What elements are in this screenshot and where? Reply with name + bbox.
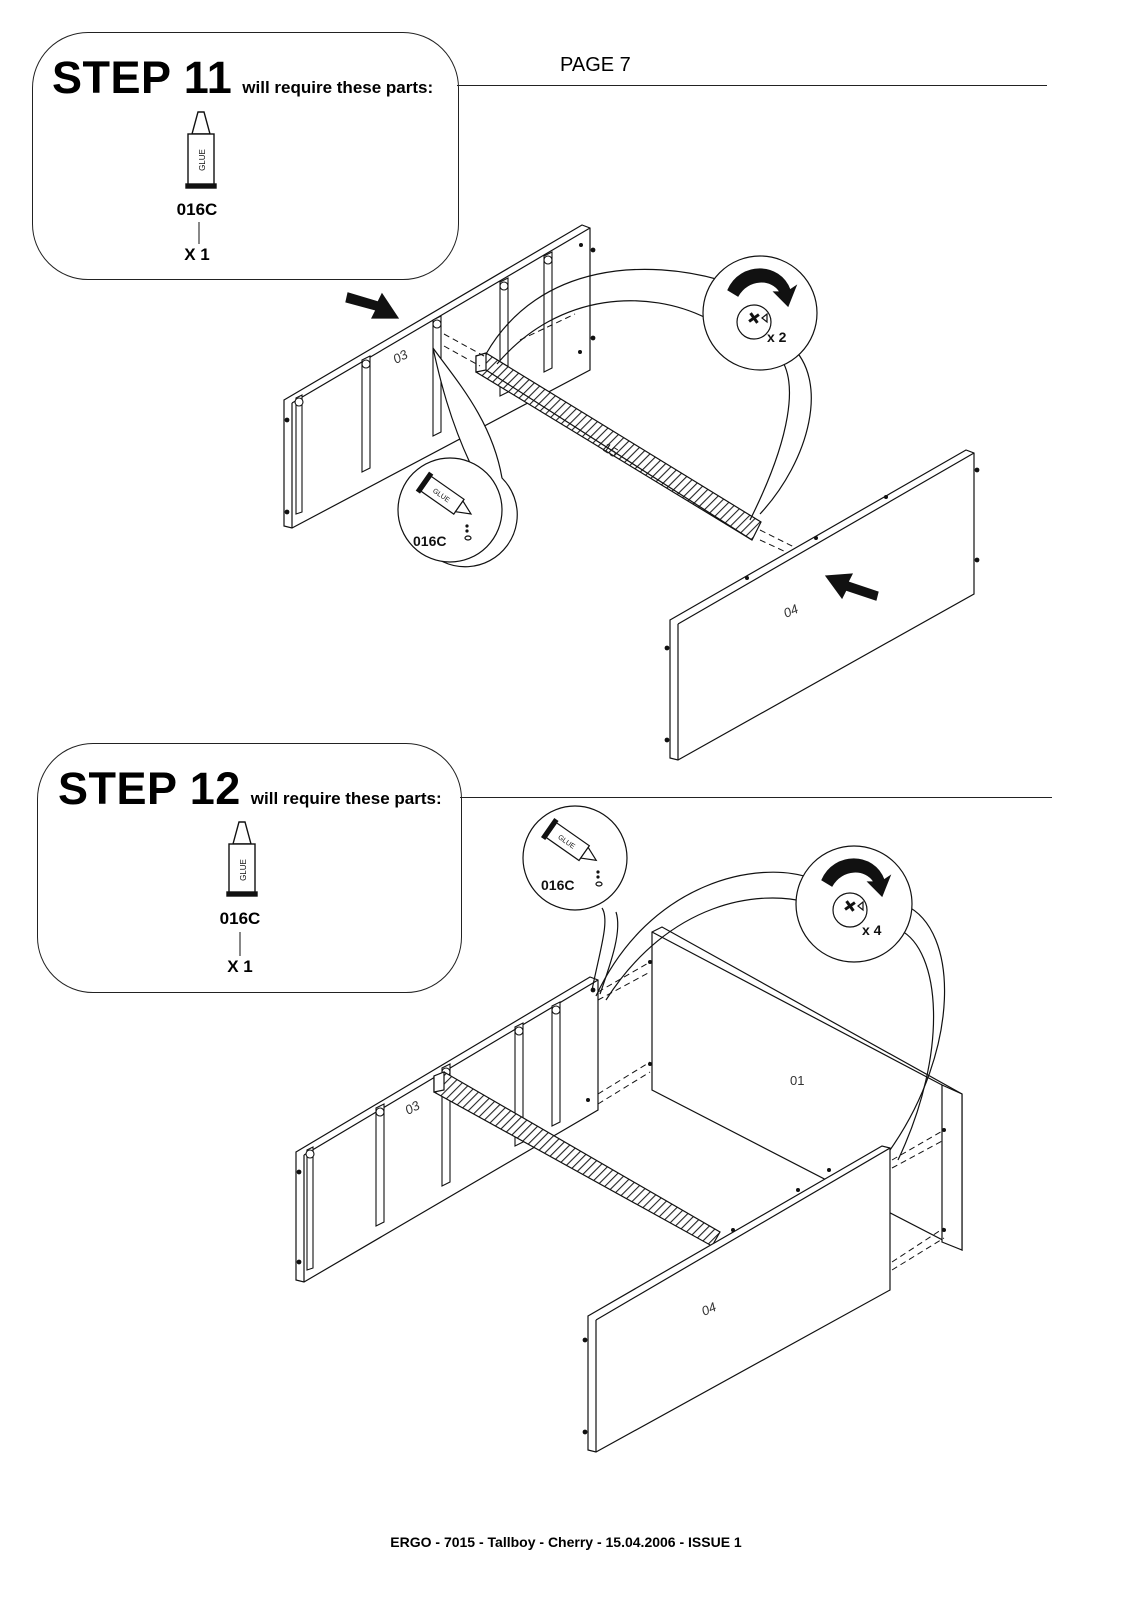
step-11-heading: STEP 11 will require these parts: [52, 52, 433, 104]
step-12-panel-03: 03 [295, 976, 599, 1283]
step-12-screw-count: x 4 [862, 922, 882, 938]
step-12-panel-04-label: 04 [699, 1299, 718, 1319]
step-11-arrow-right-icon [824, 573, 879, 601]
step-12-part-code: 016C [219, 909, 261, 928]
step-12-illustration: 01 03 [295, 805, 963, 1453]
step-12-callout-glue-code: 016C [541, 877, 574, 893]
step-11-parts-box [32, 32, 459, 280]
step-11-arrow-left-icon [345, 292, 400, 319]
step-11-rotate-arrow-icon [727, 268, 798, 308]
step-11-screw-callout-arc [485, 268, 721, 355]
footer: ERGO - 7015 - Tallboy - Cherry - 15.04.2… [390, 1534, 742, 1550]
step-11-illustration: 03 15 04 [283, 224, 980, 761]
panel-01-label: 01 [790, 1073, 804, 1088]
rail-15-label: 15 [600, 440, 620, 460]
step-12-rotate-arrow-icon [821, 858, 892, 898]
step-11-part-code: 016C [176, 200, 218, 219]
step-12-panel-04: 04 [582, 1145, 891, 1453]
step-12-title: STEP 12 [58, 763, 241, 814]
step-11-subtitle: will require these parts: [242, 78, 434, 97]
step-11-screw-count: x 2 [767, 329, 787, 345]
step-12-glue-label: GLUE [239, 859, 248, 881]
step-12-divider [460, 797, 1052, 798]
step-11-callout-glue-code: 016C [413, 533, 446, 549]
panel-04-label: 04 [781, 601, 800, 621]
step-11-glue-label: GLUE [198, 149, 207, 171]
step-12-callout-glue-tube-icon: GLUE [540, 818, 598, 862]
step-11-title: STEP 11 [52, 52, 233, 103]
step-11-divider [457, 85, 1047, 86]
step-12-rail [433, 1071, 721, 1247]
step-12-glue-tube-icon: GLUE [226, 821, 258, 897]
step-12-quantity: X 1 [227, 957, 253, 976]
panel-04: 04 [664, 449, 980, 761]
step-11-callout-glue-tube-icon: GLUE [415, 471, 473, 515]
step-11-quantity: X 1 [184, 245, 210, 264]
page-number: PAGE 7 [560, 54, 631, 76]
rail-15: 15 [475, 352, 762, 541]
step-11-glue-tube-icon: GLUE [185, 111, 217, 189]
step-12-heading: STEP 12 will require these parts: [58, 763, 442, 815]
step-12-subtitle: will require these parts: [250, 789, 442, 808]
